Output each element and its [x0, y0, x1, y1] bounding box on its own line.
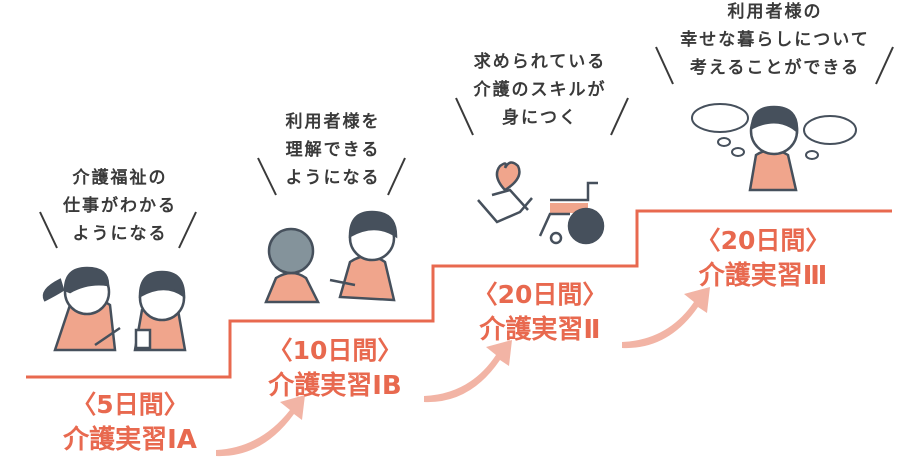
step1-label: 〈5日間〉 介護実習IA [10, 388, 250, 458]
speech-line: 幸せな暮らしについて [680, 30, 870, 50]
speech-line: 求められている [473, 52, 607, 72]
step-duration: 〈20日間〉 [695, 226, 831, 255]
step-duration: 〈10日間〉 [267, 336, 403, 365]
speech-line: 利用者様の [727, 2, 823, 22]
thinking-person-icon [691, 103, 857, 192]
heart-handshake-icon [477, 161, 533, 224]
step4-label: 〈20日間〉 介護実習Ⅲ [643, 224, 883, 294]
speech-line: 仕事がわかる [63, 196, 177, 216]
speech-line: 介護福祉の [72, 168, 168, 188]
speech-ticks [39, 46, 894, 249]
speech-line: 理解できる [285, 140, 381, 160]
caregiver-trainees-icon [42, 266, 187, 352]
step-name: 介護実習Ⅱ [479, 315, 601, 345]
step2-label: 〈10日間〉 介護実習IB [215, 334, 455, 404]
speech-line: 介護のスキルが [473, 80, 607, 100]
wheelchair-icon [538, 181, 605, 245]
step3-speech: 求められている 介護のスキルが 身につく [420, 48, 660, 132]
step-name: 介護実習Ⅲ [698, 261, 828, 291]
step3-label: 〈20日間〉 介護実習Ⅱ [420, 278, 660, 348]
speech-line: 考えることができる [689, 58, 861, 78]
speech-line: ようになる [72, 224, 168, 244]
speech-line: ようになる [285, 168, 381, 188]
step4-speech: 利用者様の 幸せな暮らしについて 考えることができる [655, 0, 895, 82]
step1-speech: 介護福祉の 仕事がわかる ようになる [0, 164, 240, 248]
step-duration: 〈20日間〉 [472, 280, 608, 309]
step-name: 介護実習IA [63, 425, 197, 455]
speech-line: 利用者様を [285, 112, 381, 132]
speech-line: 身につく [502, 108, 578, 128]
step2-speech: 利用者様を 理解できる ようになる [213, 108, 453, 192]
caregiver-and-resident-icon [264, 210, 398, 304]
step-duration: 〈5日間〉 [71, 390, 189, 419]
arrow-icon [216, 287, 710, 457]
stair-line [26, 209, 892, 379]
step-name: 介護実習IB [268, 371, 402, 401]
